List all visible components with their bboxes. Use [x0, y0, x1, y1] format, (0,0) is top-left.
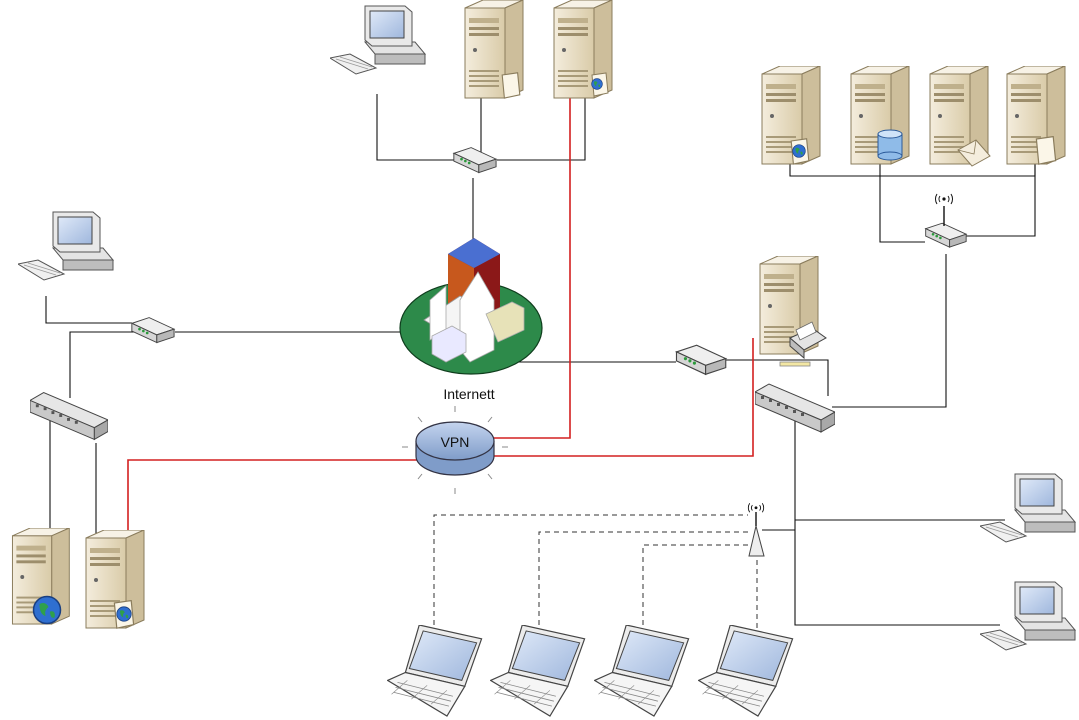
web-server-icon — [761, 66, 821, 165]
modem-icon — [131, 317, 175, 344]
switch-icon — [30, 392, 108, 440]
vpn-label: VPN — [441, 434, 470, 450]
wireless-links — [433, 514, 758, 630]
file-server-icon — [1006, 66, 1066, 165]
vpn-tunnels — [127, 92, 754, 535]
connection-lines — [45, 94, 1036, 626]
desktop-computer-icon — [330, 5, 426, 75]
laptop-icon — [490, 625, 586, 717]
wireless-router-icon — [925, 193, 967, 248]
laptop-icon — [387, 625, 483, 717]
print-server-icon — [759, 256, 827, 367]
web-server-icon — [11, 528, 70, 625]
modem-icon — [675, 344, 727, 375]
laptop-icon — [698, 625, 794, 717]
modem-icon — [453, 147, 497, 174]
web-server-icon — [85, 530, 145, 629]
desktop-computer-icon — [18, 211, 114, 281]
internet-label: Internett — [443, 386, 494, 402]
vpn-hub-icon — [402, 406, 508, 494]
desktop-computer-icon — [980, 473, 1076, 543]
wireless-access-point-icon — [747, 502, 765, 557]
desktop-computer-icon — [980, 581, 1076, 651]
laptop-icon — [594, 625, 690, 717]
file-server-icon — [464, 0, 524, 99]
web-server-icon — [553, 0, 613, 99]
mail-server-icon — [929, 66, 991, 167]
database-server-icon — [850, 66, 910, 165]
internet-city-icon — [399, 238, 543, 375]
